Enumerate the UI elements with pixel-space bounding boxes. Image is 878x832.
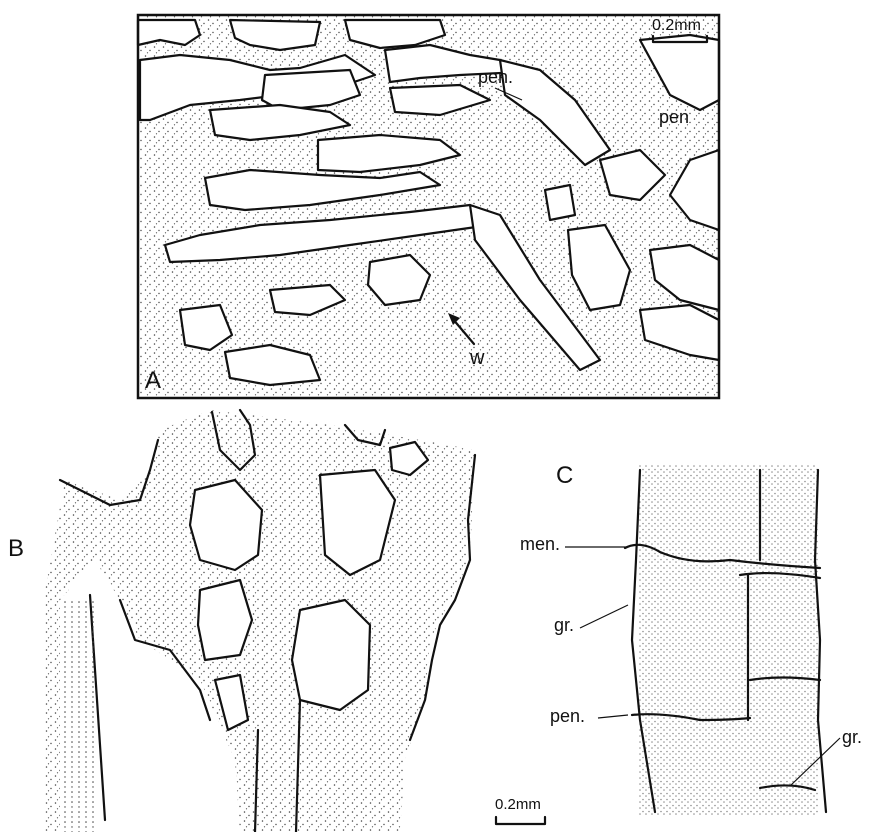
panel-letter-a: A: [145, 367, 161, 394]
scale-label-a: 0.2mm: [652, 17, 701, 34]
panel-c-stipple: [638, 465, 818, 815]
panel-letter-b: B: [8, 535, 24, 562]
panel-b: B: [8, 410, 475, 832]
leader-pen-c: [598, 715, 628, 718]
label-w: w: [469, 347, 485, 369]
panel-b-left-strip: [60, 600, 95, 832]
panel-letter-c: C: [556, 462, 573, 489]
scale-bar-c: 0.2mm: [495, 796, 545, 824]
label-pen-2: pen: [659, 107, 689, 127]
label-men: men.: [520, 534, 560, 554]
scale-label-c: 0.2mm: [495, 796, 541, 813]
label-pen-1: pen.: [478, 67, 513, 87]
label-pen-c: pen.: [550, 706, 585, 726]
label-gr-2: gr.: [842, 727, 862, 747]
panel-a: 0.2mm pen. pen w A: [138, 15, 719, 398]
panel-c: C 0.2mm men. gr. pen. gr.: [495, 462, 862, 824]
label-gr-1: gr.: [554, 615, 574, 635]
leader-gr-1: [580, 605, 628, 628]
